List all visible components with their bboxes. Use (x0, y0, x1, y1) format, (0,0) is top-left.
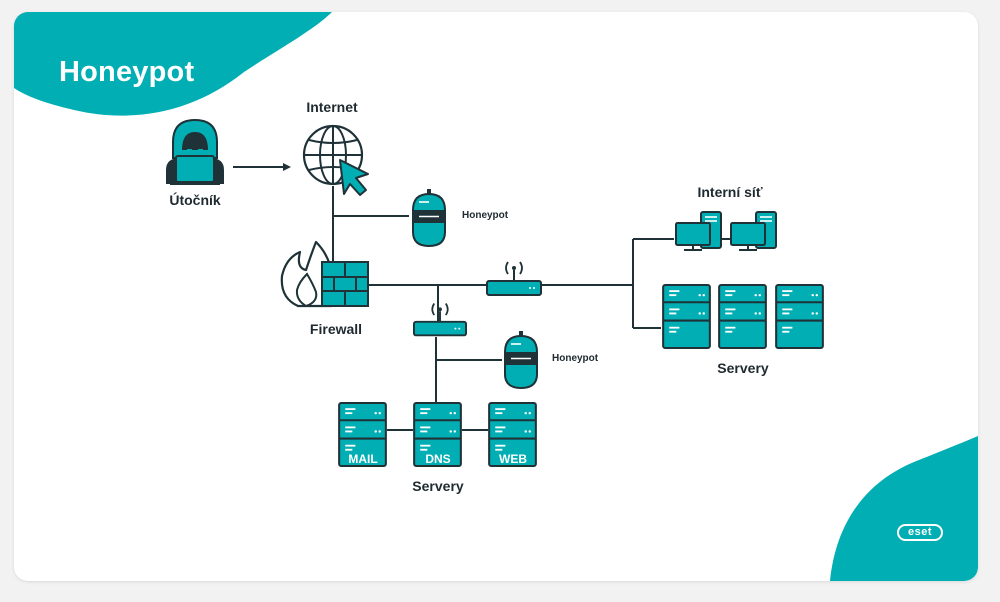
firewall-label: Firewall (309, 321, 363, 337)
router-icon (413, 302, 467, 337)
computer-icon (675, 211, 722, 251)
eset-logo: eset (897, 524, 943, 541)
title-banner (14, 12, 332, 116)
hacker-icon (166, 118, 224, 185)
server-icon (775, 284, 824, 349)
server-tag-mail: MAIL (348, 452, 378, 466)
globe-cursor-icon (302, 124, 369, 196)
honeypot-diagram (14, 12, 978, 581)
internet-label: Internet (306, 99, 358, 115)
diagram-card: Honeypot Internet Útočník Honeypot Inter… (14, 12, 978, 581)
honeypot-icon (504, 330, 538, 389)
logo-corner (830, 436, 978, 581)
servers-right-label: Servery (717, 360, 769, 376)
servers-bottom-label: Servery (412, 478, 464, 494)
honeypot-icon (412, 188, 446, 247)
server-icon (718, 284, 767, 349)
firewall-icon (280, 240, 369, 308)
honeypot-top-label: Honeypot (462, 210, 509, 221)
honeypot-mid-label: Honeypot (552, 353, 599, 364)
arrowhead (283, 163, 291, 171)
server-tag-dns: DNS (425, 452, 451, 466)
page-title: Honeypot (59, 56, 195, 88)
server-tag-web: WEB (499, 452, 527, 466)
computer-icon (730, 211, 777, 251)
router-icon (486, 261, 542, 296)
server-icon (662, 284, 711, 349)
attacker-label: Útočník (169, 192, 221, 208)
internal-network-label: Interní síť (697, 184, 763, 200)
